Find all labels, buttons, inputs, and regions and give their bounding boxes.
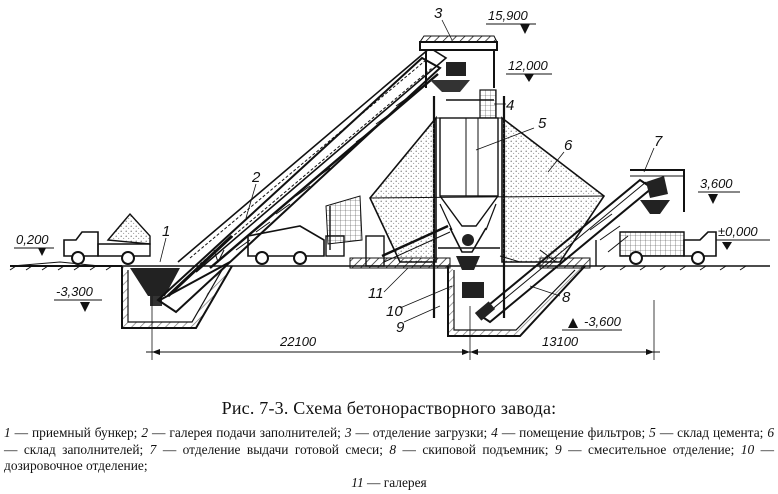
legend-item-8: 8 — скиповой подъемник;: [389, 441, 555, 457]
dosing-department: [439, 203, 497, 298]
legend-item-5: 5 — склад цемента;: [649, 425, 768, 440]
elevation-marker-right-platform: 3,600: [698, 176, 740, 204]
elevation-ground-left-label: 0,200: [16, 232, 49, 247]
legend-item-3: 3 — отделение загрузки;: [344, 425, 492, 440]
label-1: 1: [162, 223, 170, 240]
cement-truck: [247, 195, 363, 265]
elevation-top-label: 15,900: [488, 8, 529, 23]
filter-room: [446, 89, 497, 119]
dump-truck-left: [63, 212, 151, 265]
label-11: 11: [368, 285, 384, 302]
elevation-bottom-label: -3,600: [584, 314, 622, 329]
elevation-marker-ground-right: ±0,000: [716, 224, 770, 250]
legend-item-7: 7 — отделение выдачи готовой смеси;: [149, 441, 390, 457]
loading-department: [419, 35, 498, 92]
output-department: [595, 169, 685, 266]
legend-item-9: 9 — смесительное отделение;: [554, 441, 741, 457]
label-9: 9: [396, 319, 405, 336]
legend-item-6: 6 — склад заполнителей;: [4, 425, 775, 457]
plant-scheme-drawing: 15,900 12,000 3,600 0,200 ±0,000 -3,300 …: [9, 5, 770, 360]
elevation-upper-label: 12,000: [508, 58, 549, 73]
label-6: 6: [564, 137, 573, 154]
legend-item-2: 2 — галерея подачи заполнителей;: [141, 425, 345, 440]
figure-legend: 1 — приемный бункер; 2 — галерея подачи …: [4, 425, 774, 491]
aggregate-gallery: [156, 47, 448, 314]
cement-silo-tower: [432, 96, 506, 318]
label-7: 7: [654, 133, 663, 150]
label-3: 3: [434, 5, 443, 22]
elevation-marker-pit: -3,300: [54, 284, 102, 312]
legend-item-1: 1 — приемный бункер;: [4, 425, 142, 440]
legend-item-11: 11 — галерея: [351, 474, 427, 490]
elevation-marker-bottom: -3,600: [562, 314, 622, 331]
aggregate-storage: [369, 115, 606, 263]
label-5: 5: [538, 115, 547, 132]
label-8: 8: [562, 289, 571, 306]
mixer-truck-right: [619, 231, 717, 265]
elevation-marker-upper: 12,000: [506, 58, 552, 82]
label-2: 2: [251, 169, 261, 186]
inner-gallery: [365, 224, 451, 267]
numbered-labels: 1 2 3 4 5 6 7 8 9 10 11: [162, 5, 663, 336]
label-10: 10: [386, 303, 403, 320]
elevation-right-platform-label: 3,600: [700, 176, 733, 191]
leader-lines: [159, 19, 655, 323]
dimension-right-label: 13100: [542, 334, 579, 349]
elevation-marker-ground-left: 0,200: [14, 232, 54, 256]
dimension-left-label: 22100: [279, 334, 317, 349]
elevation-ground-right-label: ±0,000: [718, 224, 758, 239]
legend-item-10: 10 — дозировочное отделение;: [4, 441, 774, 474]
dimension-lines: 22100 13100: [146, 296, 660, 360]
label-4: 4: [506, 97, 514, 114]
elevation-marker-top: 15,900: [486, 8, 536, 34]
legend-item-4: 4 — помещение фильтров;: [491, 425, 650, 440]
figure-caption: Рис. 7-3. Схема бетонорастворного завода…: [221, 398, 557, 418]
elevation-pit-label: -3,300: [56, 284, 94, 299]
